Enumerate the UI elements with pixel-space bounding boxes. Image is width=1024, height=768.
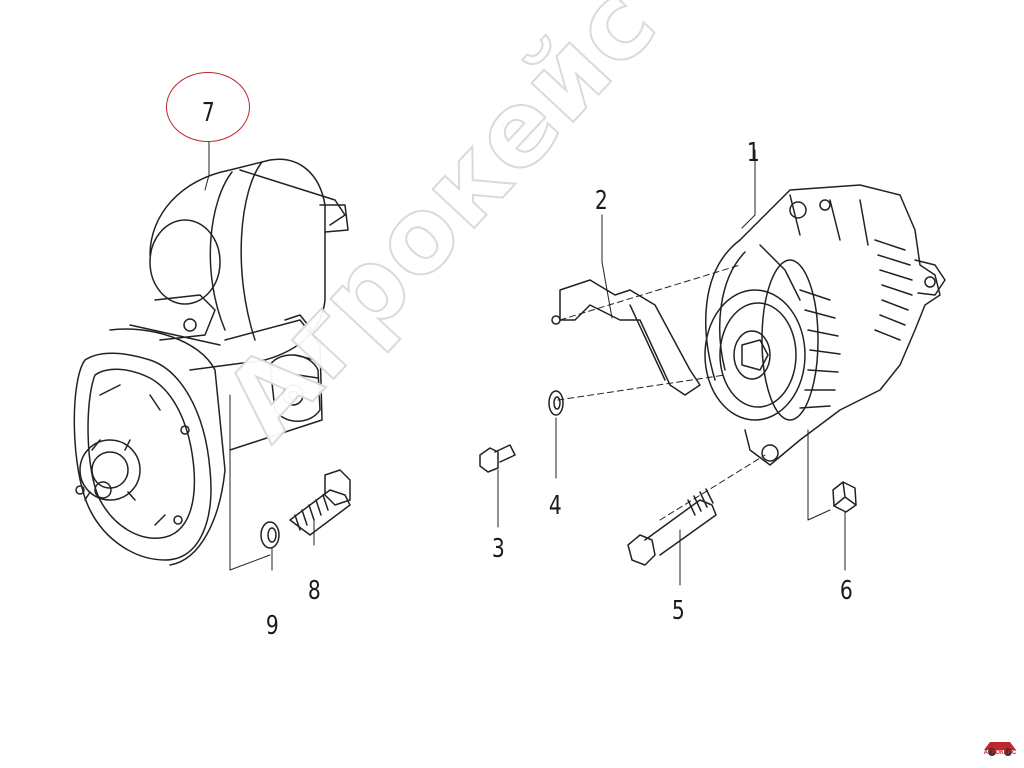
callout-8[interactable]: 8	[307, 576, 321, 606]
callout-9[interactable]: 9	[265, 611, 279, 641]
alternator-drawing	[557, 149, 946, 521]
bolt-5-drawing	[627, 488, 717, 586]
callout-4[interactable]: 4	[548, 491, 562, 521]
agrocase-logo-icon	[984, 742, 1016, 756]
highlight-circle	[166, 72, 250, 142]
bracket-2-drawing	[551, 214, 701, 396]
bolt-3-drawing	[479, 444, 516, 528]
leader-7	[204, 141, 210, 191]
callout-3[interactable]: 3	[491, 534, 505, 564]
logo-text: АГРОКЕЙС	[983, 750, 1017, 756]
callout-7[interactable]: 7	[201, 98, 215, 128]
starter-motor-drawing	[73, 158, 349, 571]
washer-4-drawing	[548, 390, 564, 479]
callout-2[interactable]: 2	[594, 186, 608, 216]
callout-6[interactable]: 6	[839, 576, 853, 606]
nut-6-drawing	[832, 481, 857, 571]
bolt-8-drawing	[289, 469, 351, 546]
callout-5[interactable]: 5	[671, 596, 685, 626]
callout-1[interactable]: 1	[746, 138, 760, 168]
washer-9-drawing	[260, 521, 280, 571]
